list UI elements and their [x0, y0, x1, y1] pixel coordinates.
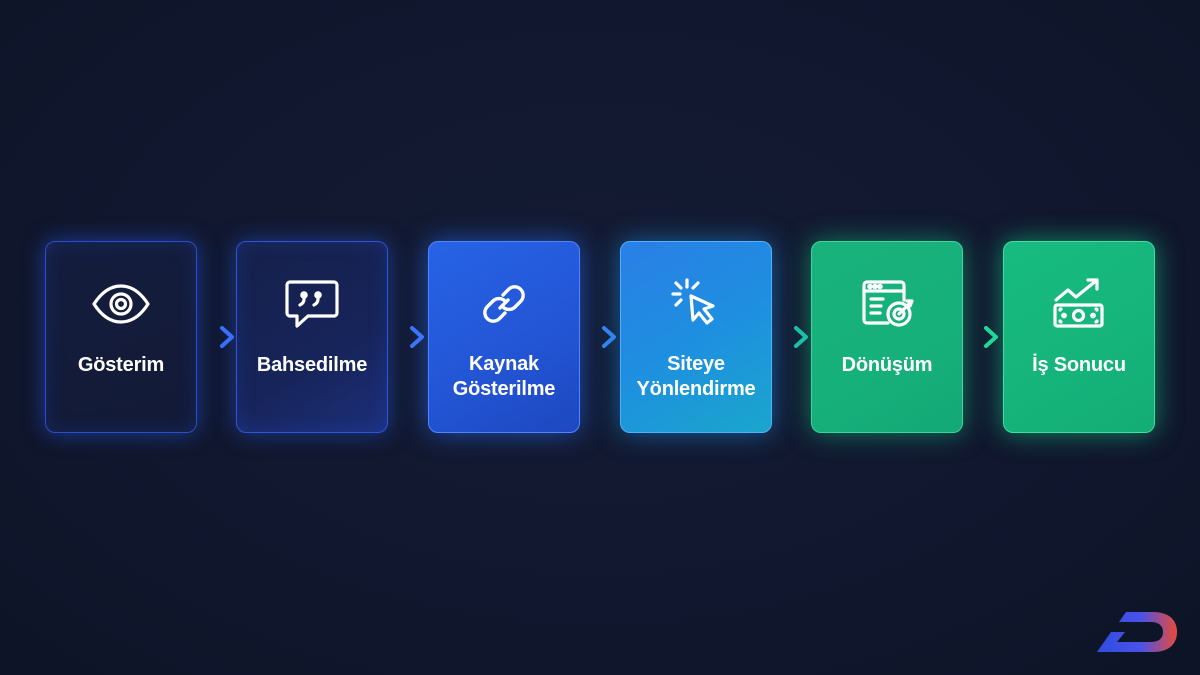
arrow-right-icon	[756, 326, 808, 348]
arrow-right-icon	[182, 326, 234, 348]
step-donusum: Dönüşüm	[811, 241, 963, 433]
link-icon	[474, 276, 534, 332]
step-siteye-yonlendirme: Siteye Yönlendirme	[620, 241, 772, 433]
arrow-right-icon	[372, 326, 424, 348]
money-growth-icon	[1049, 276, 1109, 332]
step-label: Bahsedilme	[256, 354, 368, 376]
step-label: Siteye Yönlendirme	[636, 353, 756, 400]
eye-icon	[91, 276, 151, 332]
step-kaynak-gosterilme: Kaynak Gösterilme	[428, 241, 580, 433]
arrow-right-icon	[564, 326, 616, 348]
brand-logo-icon	[1097, 612, 1177, 652]
cursor-click-icon	[666, 276, 726, 332]
step-gosterim: Gösterim	[45, 241, 197, 433]
step-label: Kaynak Gösterilme	[452, 353, 556, 400]
quote-bubble-icon	[282, 276, 342, 332]
step-label: İş Sonucu	[1032, 354, 1126, 376]
step-label: Gösterim	[77, 354, 165, 376]
step-is-sonucu: İş Sonucu	[1003, 241, 1155, 433]
arrow-right-icon	[946, 326, 998, 348]
conversion-target-icon	[857, 276, 917, 332]
step-label: Dönüşüm	[841, 354, 933, 376]
step-bahsedilme: Bahsedilme	[236, 241, 388, 433]
